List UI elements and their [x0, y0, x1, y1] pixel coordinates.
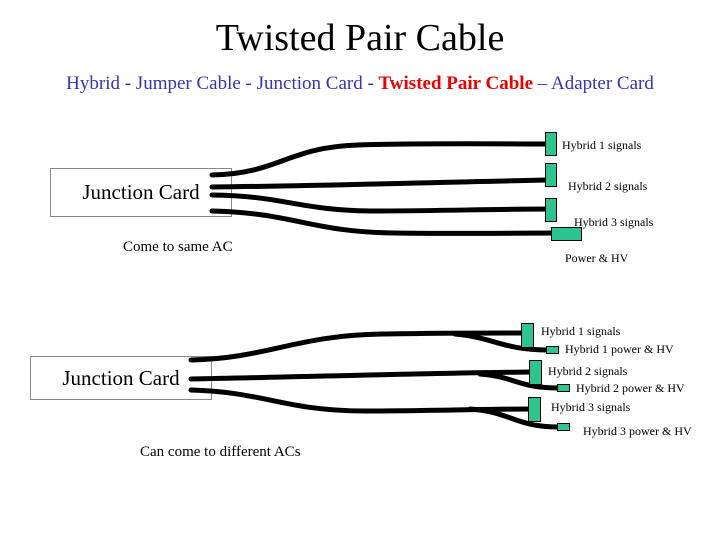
- subtitle-part1: Hybrid - Jumper Cable - Junction Card -: [66, 73, 379, 94]
- label-top-hybrid2-signals: Hybrid 2 signals: [568, 179, 648, 193]
- connector-bottom-hybrid3-signals: [528, 397, 541, 422]
- connector-bottom-hybrid2-signals: [529, 360, 542, 385]
- connector-bottom-hybrid3-power: [557, 423, 570, 431]
- label-top-hybrid3-signals: Hybrid 3 signals: [574, 215, 654, 229]
- junction-card-box-bottom: Junction Card: [30, 356, 212, 400]
- label-bottom-hybrid3-signals: Hybrid 3 signals: [551, 400, 631, 414]
- cable-top-4: [209, 208, 559, 236]
- label-top-hybrid1-signals: Hybrid 1 signals: [562, 138, 642, 152]
- cable-bottom-2-branch: [477, 371, 563, 391]
- page-title: Twisted Pair Cable: [215, 17, 505, 59]
- connector-bottom-hybrid1-power: [546, 346, 559, 354]
- junction-card-label-bottom: Junction Card: [62, 365, 180, 390]
- connector-top-hybrid2: [545, 163, 557, 187]
- label-bottom-hybrid3-power: Hybrid 3 power & HV: [583, 424, 692, 438]
- cable-bottom-2-main: [188, 369, 536, 382]
- label-bottom-hybrid1-signals: Hybrid 1 signals: [541, 324, 621, 338]
- cable-bottom-3-branch: [467, 406, 563, 430]
- connector-top-hybrid1: [545, 132, 557, 156]
- caption-can-come-to-different-acs: Can come to different ACs: [140, 444, 301, 460]
- cable-bottom-1-branch: [452, 331, 553, 353]
- connector-top-power: [551, 227, 582, 241]
- label-bottom-hybrid2-signals: Hybrid 2 signals: [548, 364, 628, 378]
- cable-top-3: [209, 192, 553, 214]
- cable-top-1: [209, 141, 553, 178]
- connector-bottom-hybrid1-signals: [521, 323, 534, 348]
- subtitle-highlight: Twisted Pair Cable: [378, 73, 534, 94]
- caption-come-to-same-ac: Come to same AC: [123, 239, 233, 255]
- junction-card-label-top: Junction Card: [82, 180, 200, 204]
- connector-bottom-hybrid2-power: [557, 384, 570, 392]
- cable-top-2: [209, 177, 553, 190]
- label-top-power-hv: Power & HV: [565, 251, 629, 265]
- connector-top-hybrid3: [545, 198, 557, 222]
- label-bottom-hybrid2-power: Hybrid 2 power & HV: [576, 381, 685, 395]
- subtitle-part2: – Adapter Card: [533, 73, 654, 94]
- label-bottom-hybrid1-power: Hybrid 1 power & HV: [565, 342, 674, 356]
- breadcrumb-subtitle: Hybrid - Jumper Cable - Junction Card - …: [0, 70, 720, 98]
- junction-card-box-top: Junction Card: [50, 168, 232, 217]
- cable-bottom-1-main: [188, 330, 528, 363]
